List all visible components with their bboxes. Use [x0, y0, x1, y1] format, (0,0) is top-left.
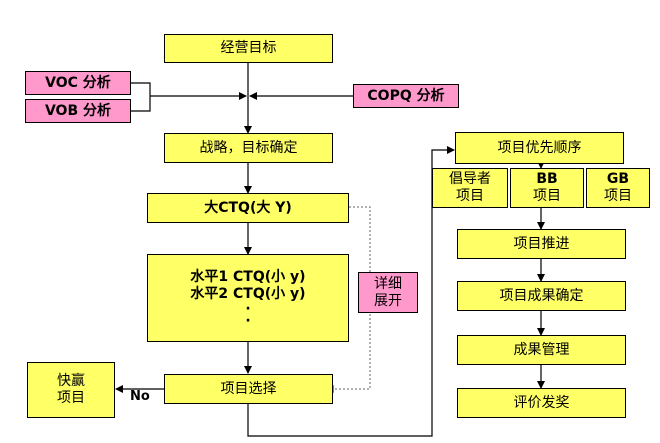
- project-promote-label: 项目推进: [513, 235, 570, 252]
- sponsor-project-label-2: 项目: [456, 188, 484, 204]
- gb-project-box: GB 项目: [586, 168, 650, 208]
- voc-analysis-label: VOC 分析: [45, 74, 111, 91]
- bb-project-label-2: 项目: [533, 188, 561, 204]
- voc-analysis-box: VOC 分析: [25, 71, 131, 95]
- copq-analysis-box: COPQ 分析: [353, 84, 459, 108]
- small-ctq-dot-1: ·: [245, 301, 251, 317]
- priority-box: 项目优先顺序: [455, 132, 624, 164]
- project-select-label: 项目选择: [220, 380, 277, 397]
- small-ctq-box: 水平1 CTQ(小 y) 水平2 CTQ(小 y) · ·: [147, 254, 349, 342]
- big-ctq-label: 大CTQ(大 Y): [204, 199, 292, 216]
- connector-voc-vob: [130, 82, 151, 112]
- connector-select-to-priority: [247, 146, 455, 437]
- vob-analysis-box: VOB 分析: [25, 99, 131, 123]
- detail-expand-label-2: 展开: [374, 292, 402, 309]
- gb-project-label-2: 项目: [604, 188, 632, 204]
- big-ctq-box: 大CTQ(大 Y): [147, 193, 349, 223]
- evaluate-award-label: 评价发奖: [513, 394, 570, 411]
- small-ctq-level2-label: 水平2 CTQ(小 y): [190, 286, 306, 302]
- result-manage-box: 成果管理: [457, 335, 626, 365]
- result-manage-label: 成果管理: [513, 341, 570, 358]
- bb-project-box: BB 项目: [510, 168, 584, 208]
- quick-win-label-1: 快赢: [57, 373, 85, 389]
- strategy-box: 战略，目标确定: [164, 133, 333, 163]
- small-ctq-level1-label: 水平1 CTQ(小 y): [190, 269, 306, 285]
- quick-win-label-2: 项目: [57, 390, 85, 406]
- strategy-label: 战略，目标确定: [199, 139, 298, 156]
- detail-expand-box: 详细 展开: [358, 272, 418, 313]
- vob-analysis-label: VOB 分析: [44, 102, 112, 119]
- quick-win-box: 快赢 项目: [27, 362, 115, 418]
- business-goal-label: 经营目标: [220, 40, 277, 56]
- small-ctq-dot-2: ·: [245, 313, 251, 329]
- evaluate-award-box: 评价发奖: [457, 388, 626, 418]
- sponsor-project-box: 倡导者 项目: [432, 168, 508, 208]
- priority-label: 项目优先顺序: [497, 139, 582, 156]
- gb-project-label-1: GB: [606, 171, 630, 187]
- copq-analysis-label: COPQ 分析: [367, 87, 445, 104]
- project-select-box: 项目选择: [164, 374, 333, 404]
- project-promote-box: 项目推进: [457, 229, 626, 259]
- result-confirm-label: 项目成果确定: [499, 287, 584, 304]
- no-label: No: [130, 389, 150, 404]
- bb-project-label-1: BB: [536, 171, 558, 187]
- business-goal-box: 经营目标: [164, 34, 333, 63]
- sponsor-project-label-1: 倡导者: [449, 171, 491, 187]
- detail-expand-label-1: 详细: [374, 275, 402, 292]
- result-confirm-box: 项目成果确定: [457, 281, 626, 311]
